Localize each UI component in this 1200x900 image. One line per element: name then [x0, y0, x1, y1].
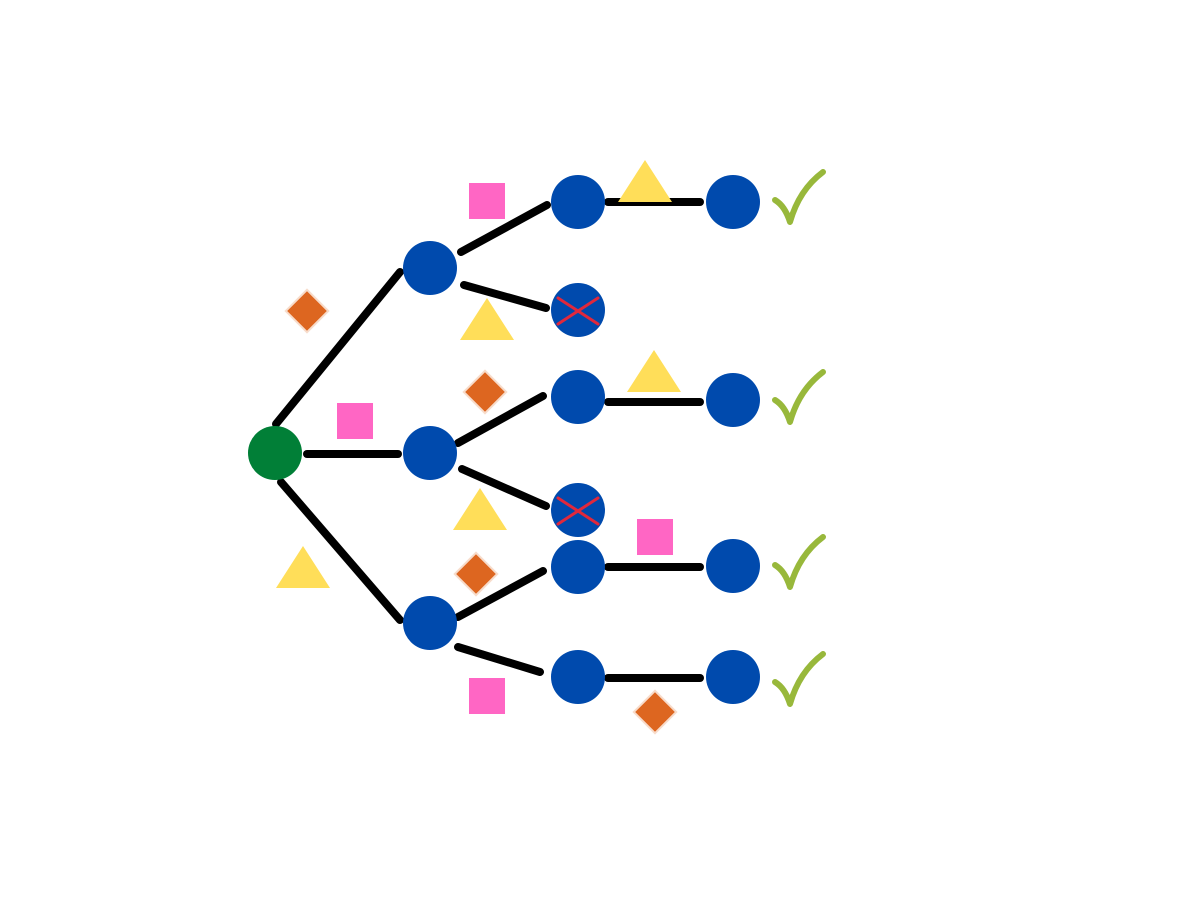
root-node: [248, 426, 302, 480]
triangle-icon: [276, 546, 330, 588]
node-B: [403, 426, 457, 480]
square-icon: [469, 183, 505, 219]
edge-B-B2: [458, 465, 550, 510]
diamond-icon: [462, 369, 508, 415]
node-C2x: [706, 650, 760, 704]
edge-A-A2: [460, 281, 550, 312]
edge-B-B1: [454, 392, 547, 447]
node-C2: [551, 650, 605, 704]
node-B1: [551, 370, 605, 424]
edge-A-A1: [457, 201, 551, 256]
edge-C-C2: [454, 643, 544, 676]
triangle-icon: [618, 160, 672, 202]
node-A: [403, 241, 457, 295]
cross-icon: [556, 496, 600, 526]
node-A1: [551, 175, 605, 229]
node-C: [403, 596, 457, 650]
edge-C-C1: [454, 567, 547, 621]
checkmark-icon: [772, 651, 826, 707]
checkmark-icon: [772, 534, 826, 590]
diamond-icon: [453, 551, 499, 597]
square-icon: [637, 519, 673, 555]
node-C1x: [706, 539, 760, 593]
triangle-icon: [627, 350, 681, 392]
triangle-icon: [460, 298, 514, 340]
node-B1x: [706, 373, 760, 427]
diamond-icon: [284, 288, 330, 334]
triangle-icon: [453, 488, 507, 530]
edge-root-A: [272, 268, 404, 428]
node-C1: [551, 540, 605, 594]
edge-root-C: [277, 478, 404, 624]
cross-icon: [556, 296, 600, 326]
checkmark-icon: [772, 369, 826, 425]
node-A1x: [706, 175, 760, 229]
checkmark-icon: [772, 169, 826, 225]
square-icon: [337, 403, 373, 439]
diamond-icon: [632, 689, 678, 735]
square-icon: [469, 678, 505, 714]
